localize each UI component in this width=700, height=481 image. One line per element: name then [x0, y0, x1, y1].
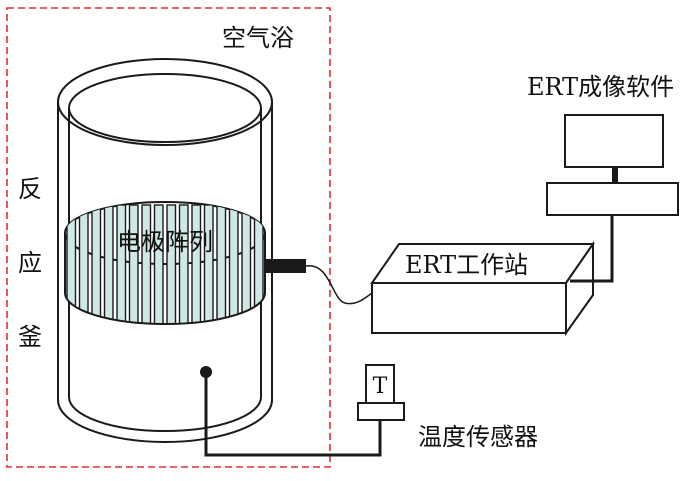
- electrode-strip: [66, 204, 264, 324]
- reactor-bottom-outer: [57, 399, 273, 443]
- reactor-label-char-3: 釜: [18, 323, 42, 351]
- air-bath-label: 空气浴: [222, 24, 294, 52]
- temperature-sensor-letter: T: [373, 374, 388, 399]
- air-bath-boundary: [6, 7, 331, 468]
- reactor-bottom-inner: [68, 396, 262, 432]
- electrode: [141, 204, 152, 324]
- ert-software-label: ERT成像软件: [527, 73, 674, 101]
- electrode: [241, 204, 252, 324]
- electrode: [191, 204, 202, 324]
- reactor-vessel: [57, 58, 273, 443]
- electrode: [153, 204, 164, 324]
- electrode: [128, 204, 139, 324]
- electrode-array: [64, 201, 266, 325]
- temperature-sensor-label: 温度传感器: [418, 423, 538, 451]
- electrode: [103, 204, 114, 324]
- electrode-band-bottom: [64, 292, 266, 325]
- electrode-array-label: 电极阵列: [117, 228, 213, 256]
- computer-monitor-stand: [612, 167, 618, 183]
- reactor-outer-rim: [57, 58, 273, 146]
- electrode: [203, 204, 214, 324]
- electrode-connector: [266, 259, 306, 273]
- workstation-to-computer-cable: [570, 215, 614, 283]
- electrode: [228, 204, 239, 324]
- electrode-cable: [305, 265, 373, 305]
- electrode: [216, 204, 227, 324]
- electrode: [178, 204, 189, 324]
- electrode: [166, 204, 177, 324]
- reactor-label-char-1: 反: [18, 175, 42, 203]
- temperature-probe-wire: [204, 372, 382, 457]
- computer-monitor: [564, 114, 664, 168]
- reactor-inner-rim: [68, 73, 262, 143]
- electrode: [91, 204, 102, 324]
- ert-workstation-label: ERT工作站: [405, 251, 528, 279]
- electrode: [78, 204, 89, 324]
- electrode: [116, 204, 127, 324]
- computer-base-unit: [546, 182, 679, 216]
- temperature-sensor: [357, 364, 405, 421]
- reactor-label-char-2: 应: [18, 249, 42, 277]
- ert-workstation: [370, 240, 595, 337]
